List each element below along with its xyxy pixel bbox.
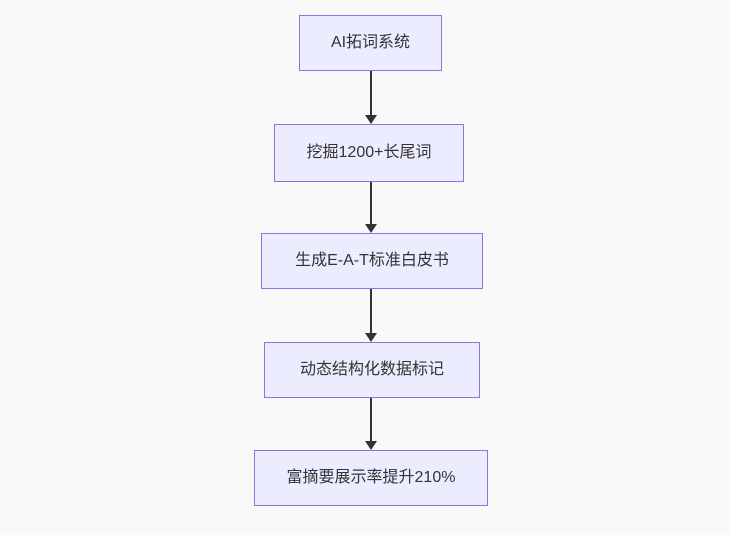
flow-arrow-2 xyxy=(364,182,377,233)
flow-arrow-3 xyxy=(364,289,377,342)
flow-node-label: 生成E-A-T标准白皮书 xyxy=(295,252,449,270)
flow-node-label: 挖掘1200+长尾词 xyxy=(306,144,432,162)
arrow-line xyxy=(369,71,372,117)
flow-node-label: 动态结构化数据标记 xyxy=(299,361,444,379)
arrow-line xyxy=(369,182,372,226)
flow-node-structured-data: 动态结构化数据标记 xyxy=(264,342,480,398)
flow-node-eat-whitepaper: 生成E-A-T标准白皮书 xyxy=(261,233,483,289)
arrow-line xyxy=(369,289,372,335)
arrow-line xyxy=(369,398,372,443)
arrowhead-icon xyxy=(364,224,377,233)
flow-node-rich-snippet-result: 富摘要展示率提升210% xyxy=(254,450,488,506)
flow-node-label: AI拓词系统 xyxy=(330,34,411,52)
arrowhead-icon xyxy=(364,441,377,450)
flow-node-longtail-mining: 挖掘1200+长尾词 xyxy=(274,124,464,182)
arrowhead-icon xyxy=(364,333,377,342)
flow-arrow-4 xyxy=(364,398,377,450)
flow-node-label: 富摘要展示率提升210% xyxy=(286,469,456,487)
flow-node-ai-expansion: AI拓词系统 xyxy=(299,15,442,71)
flow-arrow-1 xyxy=(364,71,377,124)
arrowhead-icon xyxy=(364,115,377,124)
